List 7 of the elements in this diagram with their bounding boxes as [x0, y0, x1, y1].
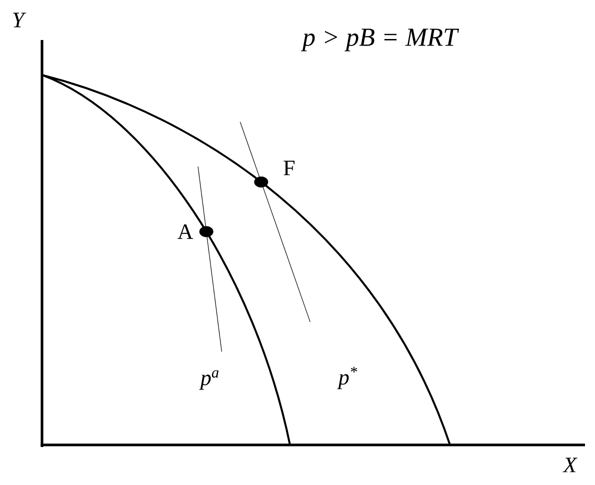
axis-label: X: [562, 458, 578, 472]
price-label: p$^{a}$: [199, 370, 219, 390]
price-label: p$^{*}$: [337, 366, 358, 390]
point-label: F: [284, 160, 294, 176]
point-label: A: [178, 224, 194, 239]
formula: p > pB = MRT: [301, 28, 460, 52]
axis-label: Y: [13, 12, 26, 28]
